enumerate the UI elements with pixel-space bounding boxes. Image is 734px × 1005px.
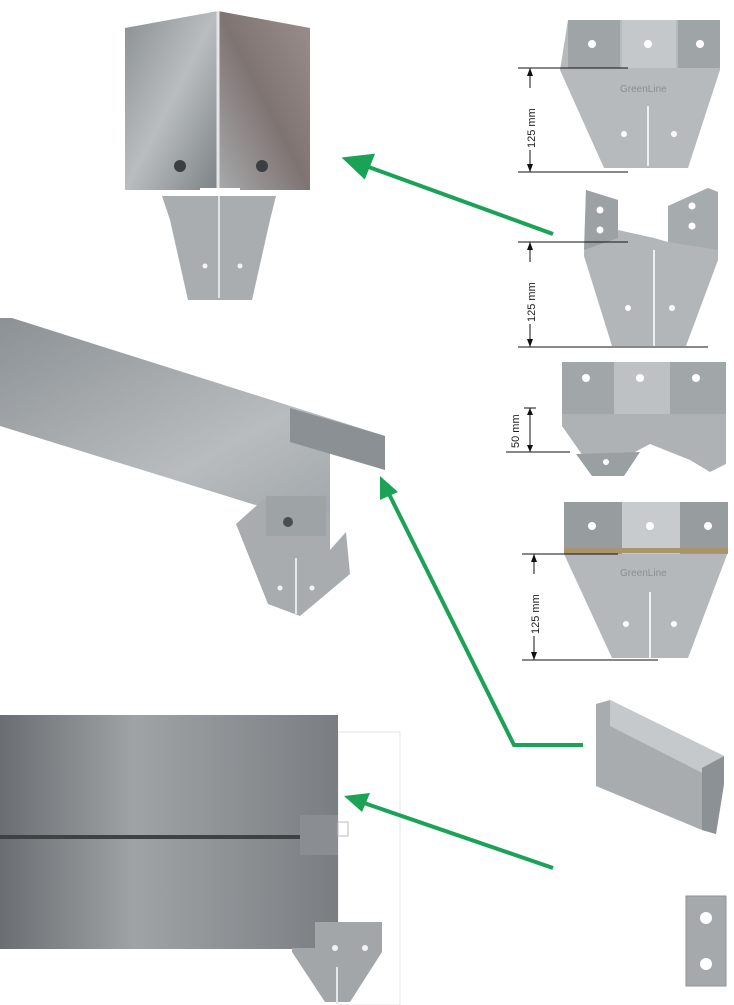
stacked-beams-image: [0, 715, 401, 1005]
dimension-label-1: 125 mm: [526, 108, 538, 148]
component-bracket-3: 50 mm: [506, 362, 726, 476]
brand-stamp: GreenLine: [620, 84, 667, 95]
component-bracket-1: GreenLine 125 mm: [518, 20, 720, 173]
arrow-icon: [344, 793, 554, 870]
lower-beam: [0, 839, 338, 949]
assembled-corner-image: [125, 11, 310, 300]
component-bracket-4: GreenLine 125 mm: [522, 502, 728, 661]
right-panel: [218, 11, 310, 190]
sleeve-connector: [596, 700, 724, 834]
left-panel: [125, 11, 218, 190]
brand-stamp-2: GreenLine: [620, 568, 667, 579]
upper-beam: [0, 715, 338, 835]
beam-connector-image: [0, 318, 385, 616]
component-bracket-2: 125 mm: [518, 188, 718, 348]
dimension-label-3: 50 mm: [510, 414, 522, 448]
arrow-icon: [341, 153, 554, 236]
dimension-label-4: 125 mm: [530, 594, 542, 634]
arrow-icon: [380, 476, 583, 747]
dimension-label-2: 125 mm: [526, 282, 538, 322]
connector-plate: [685, 895, 727, 987]
